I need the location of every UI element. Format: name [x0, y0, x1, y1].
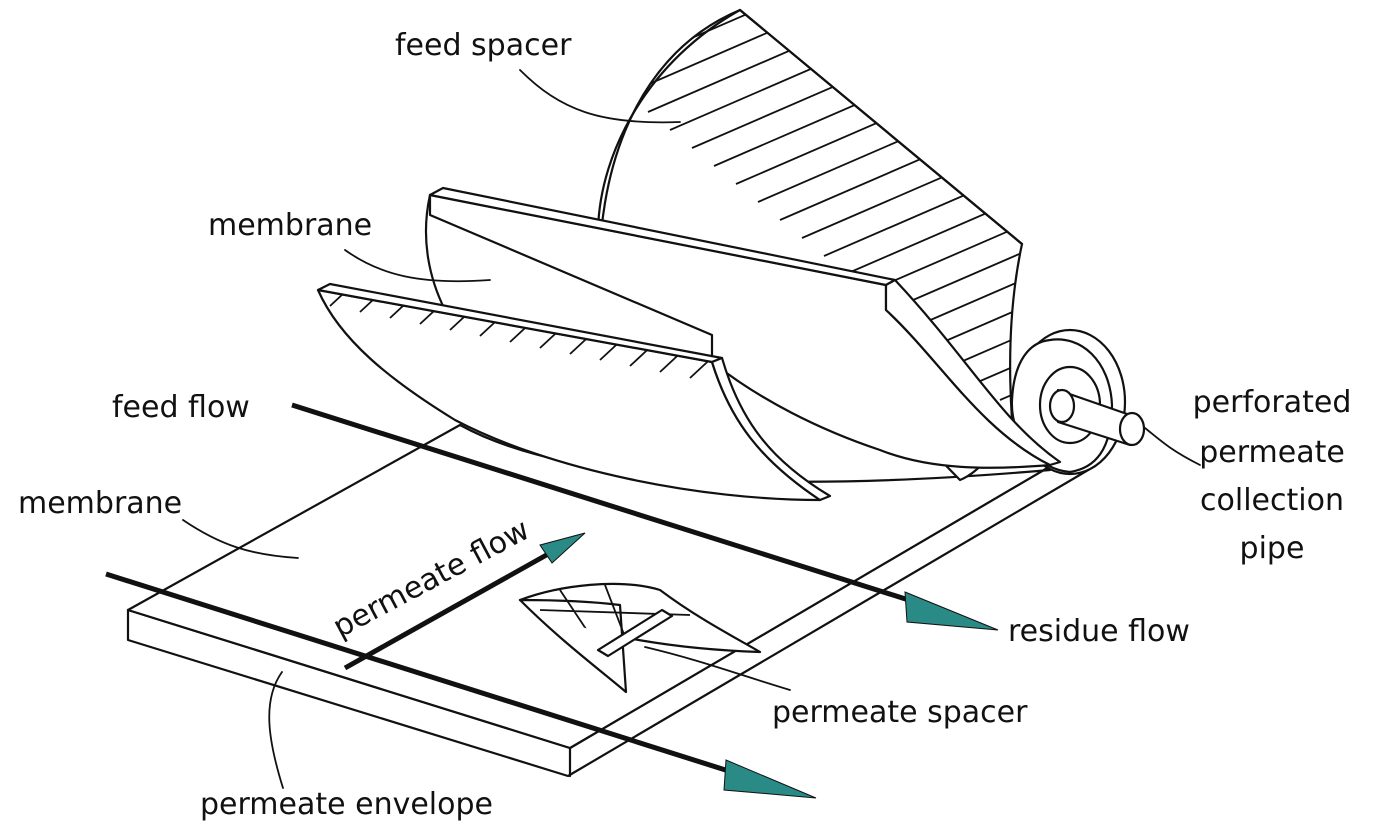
hatch-line: [1110, 360, 1374, 490]
label-feed-spacer: feed spacer: [395, 28, 572, 63]
label-membrane-upper: membrane: [208, 208, 372, 243]
hatch-line: [955, 233, 1022, 365]
label-pipe-line-3: collection: [1200, 483, 1344, 518]
permeate-flow-arrowhead: [539, 532, 586, 564]
leader-lines: [182, 69, 1201, 789]
hatch-line: [933, 215, 1022, 347]
feed-flow-arrow: [291, 402, 999, 631]
envelope-flow-arrowhead: [723, 759, 817, 799]
label-residue-flow: residue flow: [1008, 614, 1190, 649]
label-permeate-spacer: permeate spacer: [772, 695, 1028, 730]
permeate-spacer-cutaway: [518, 582, 762, 694]
label-pipe-line-4: pipe: [1240, 531, 1305, 566]
label-permeate-envelope: permeate envelope: [200, 787, 493, 822]
membrane-sheet-upper: [424, 186, 1062, 469]
permeate-flow-arrow: [343, 532, 586, 671]
label-feed-flow: feed flow: [112, 390, 250, 425]
hatch-line: [911, 197, 1022, 329]
hatch-line: [889, 179, 1022, 311]
label-membrane-lower: membrane: [18, 486, 182, 521]
label-pipe-line-1: perforated: [1193, 385, 1352, 420]
permeate-envelope-flow-arrow: [105, 571, 817, 799]
label-pipe-line-2: permeate: [1199, 435, 1345, 470]
collection-pipe: [1010, 328, 1146, 476]
feed-flow-arrowhead: [904, 591, 999, 631]
